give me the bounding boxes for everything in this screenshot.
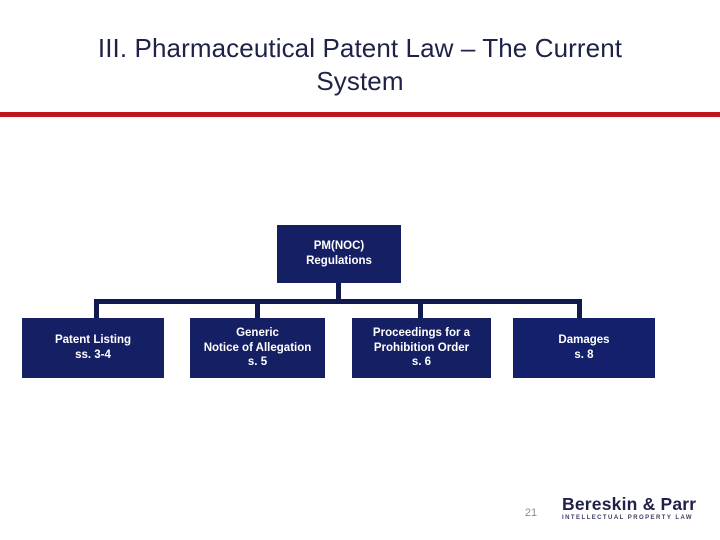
logo-wordmark: Bereskin & Parr <box>562 494 697 514</box>
title-divider-rule <box>0 112 720 117</box>
logo-tagline: INTELLECTUAL PROPERTY LAW <box>562 515 694 522</box>
title-block: III. Pharmaceutical Patent Law – The Cur… <box>36 32 684 99</box>
page-number: 21 <box>524 507 538 519</box>
connector-drop-prohibition-order <box>418 299 423 319</box>
diagram-node-proceedings-prohibition-order: Proceedings for a Prohibition Order s. 6 <box>352 318 491 378</box>
connector-drop-patent-listing <box>94 299 99 319</box>
connector-drop-damages <box>577 299 582 319</box>
bereskin-parr-logo: Bereskin & Parr INTELLECTUAL PROPERTY LA… <box>562 494 702 522</box>
connector-root-stem <box>336 283 341 300</box>
diagram-node-patent-listing: Patent Listing ss. 3-4 <box>22 318 164 378</box>
connector-horizontal-bus <box>94 299 582 304</box>
page-title: III. Pharmaceutical Patent Law – The Cur… <box>97 33 623 97</box>
diagram-node-pmnoc-regulations: PM(NOC) Regulations <box>277 225 401 283</box>
connector-drop-notice-allegation <box>255 299 260 319</box>
diagram-node-generic-notice-of-allegation: Generic Notice of Allegation s. 5 <box>190 318 325 378</box>
diagram-node-damages: Damages s. 8 <box>513 318 655 378</box>
